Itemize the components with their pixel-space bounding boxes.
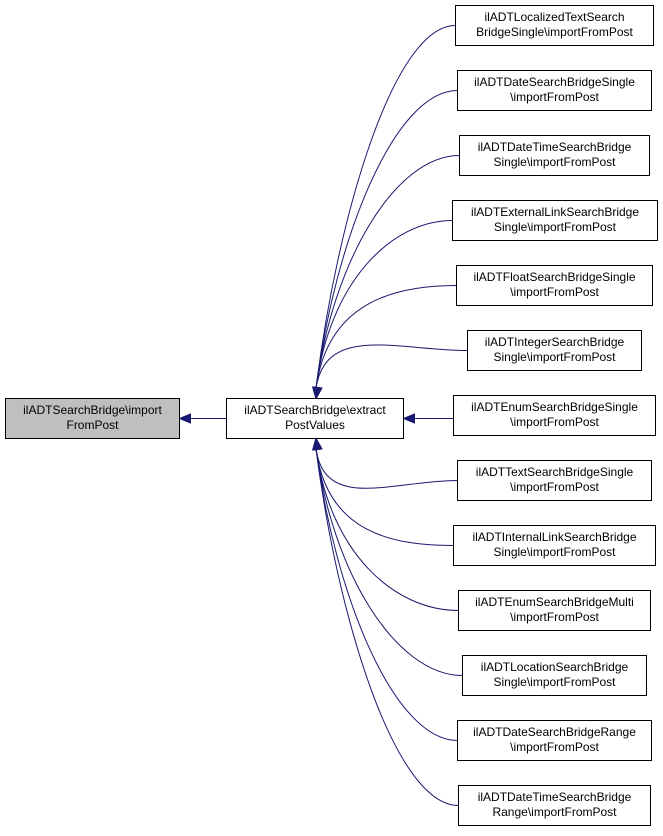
- caller-function-node[interactable]: ilADTDateSearchBridgeRange\importFromPos…: [457, 720, 652, 761]
- node-box: [5, 398, 180, 439]
- node-box: [457, 460, 652, 501]
- node-box: [226, 398, 404, 439]
- node-label-line: ilADTDateTimeSearchBridge: [478, 140, 632, 154]
- node-label-line: ilADTSearchBridge\import: [23, 403, 162, 417]
- node-label-line: ilADTDateSearchBridgeRange: [473, 725, 636, 739]
- caller-function-node[interactable]: ilADTDateSearchBridgeSingle\importFromPo…: [457, 70, 652, 111]
- node-box: [452, 200, 658, 241]
- edge-caller-to-extract: [315, 285, 457, 389]
- node-label-line: ilADTLocationSearchBridge: [481, 660, 629, 674]
- node-box: [456, 265, 653, 306]
- node-label-line: \importFromPost: [510, 285, 599, 299]
- node-box: [467, 330, 642, 371]
- node-label-line: ilADTEnumSearchBridgeSingle: [471, 400, 638, 414]
- caller-function-node[interactable]: ilADTTextSearchBridgeSingle\importFromPo…: [457, 460, 652, 501]
- edge-caller-to-extract: [315, 448, 458, 489]
- node-box: [455, 5, 654, 46]
- node-label-line: ilADTTextSearchBridgeSingle: [476, 465, 634, 479]
- caller-function-node[interactable]: ilADTDateTimeSearchBridgeRange\importFro…: [458, 785, 651, 826]
- caller-function-node[interactable]: ilADTEnumSearchBridgeMulti\importFromPos…: [458, 590, 651, 631]
- node-label-line: \importFromPost: [510, 610, 599, 624]
- node-label-line: ilADTSearchBridge\extract: [244, 403, 386, 417]
- edges: [178, 25, 468, 806]
- node-label-line: \importFromPost: [510, 415, 599, 429]
- node-label-line: \importFromPost: [510, 90, 599, 104]
- caller-function-node[interactable]: ilADTFloatSearchBridgeSingle\importFromP…: [456, 265, 653, 306]
- node-label-line: FromPost: [66, 418, 119, 432]
- nodes: ilADTSearchBridge\importFromPostilADTSea…: [5, 5, 658, 826]
- root-function-node[interactable]: ilADTSearchBridge\importFromPost: [5, 398, 180, 439]
- node-label-line: \importFromPost: [510, 740, 599, 754]
- node-label-line: Single\importFromPost: [493, 350, 616, 364]
- node-box: [453, 395, 656, 436]
- node-box: [462, 655, 647, 696]
- edge-arrowhead: [312, 386, 323, 400]
- node-label-line: ilADTExternalLinkSearchBridge: [471, 205, 639, 219]
- caller-function-node[interactable]: ilADTExternalLinkSearchBridgeSingle\impo…: [452, 200, 658, 241]
- caller-function-node[interactable]: ilADTDateTimeSearchBridgeSingle\importFr…: [459, 135, 650, 176]
- node-box: [457, 720, 652, 761]
- edge-caller-to-extract: [315, 448, 458, 741]
- edge-caller-to-extract: [315, 155, 460, 389]
- node-label-line: ilADTLocalizedTextSearch: [484, 10, 624, 24]
- node-label-line: \importFromPost: [510, 480, 599, 494]
- caller-function-node[interactable]: ilADTIntegerSearchBridgeSingle\importFro…: [467, 330, 642, 371]
- edge-arrowhead: [312, 437, 323, 451]
- node-label-line: ilADTInternalLinkSearchBridge: [472, 530, 636, 544]
- edge-caller-to-extract: [315, 25, 456, 389]
- node-label-line: PostValues: [285, 418, 345, 432]
- node-box: [457, 70, 652, 111]
- node-box: [459, 135, 650, 176]
- node-label-line: ilADTIntegerSearchBridge: [485, 335, 625, 349]
- edge-caller-to-extract: [315, 448, 459, 806]
- node-label-line: ilADTDateSearchBridgeSingle: [474, 75, 635, 89]
- node-label-line: ilADTDateTimeSearchBridge: [478, 790, 632, 804]
- edge-caller-to-extract: [315, 344, 468, 389]
- caller-function-node[interactable]: ilADTLocationSearchBridgeSingle\importFr…: [462, 655, 647, 696]
- node-label-line: Single\importFromPost: [493, 545, 616, 559]
- edge-caller-to-extract: [315, 448, 463, 676]
- edge-arrowhead: [402, 413, 415, 424]
- node-label-line: ilADTFloatSearchBridgeSingle: [473, 270, 635, 284]
- node-box: [458, 785, 651, 826]
- node-label-line: Single\importFromPost: [493, 155, 616, 169]
- caller-function-node[interactable]: ilADTInternalLinkSearchBridgeSingle\impo…: [453, 525, 656, 566]
- node-label-line: Single\importFromPost: [493, 675, 616, 689]
- edge-caller-to-extract: [315, 448, 459, 611]
- node-label-line: Range\importFromPost: [492, 805, 617, 819]
- caller-function-node[interactable]: ilADTLocalizedTextSearchBridgeSingle\imp…: [455, 5, 654, 46]
- edge-caller-to-extract: [315, 220, 453, 389]
- caller-function-node[interactable]: ilADTEnumSearchBridgeSingle\importFromPo…: [453, 395, 656, 436]
- node-box: [458, 590, 651, 631]
- node-label-line: Single\importFromPost: [494, 220, 617, 234]
- edge-arrowhead: [178, 413, 191, 424]
- edge-caller-to-extract: [315, 448, 454, 546]
- node-label-line: BridgeSingle\importFromPost: [476, 25, 633, 39]
- node-label-line: ilADTEnumSearchBridgeMulti: [475, 595, 634, 609]
- edge-caller-to-extract: [315, 90, 458, 389]
- node-box: [453, 525, 656, 566]
